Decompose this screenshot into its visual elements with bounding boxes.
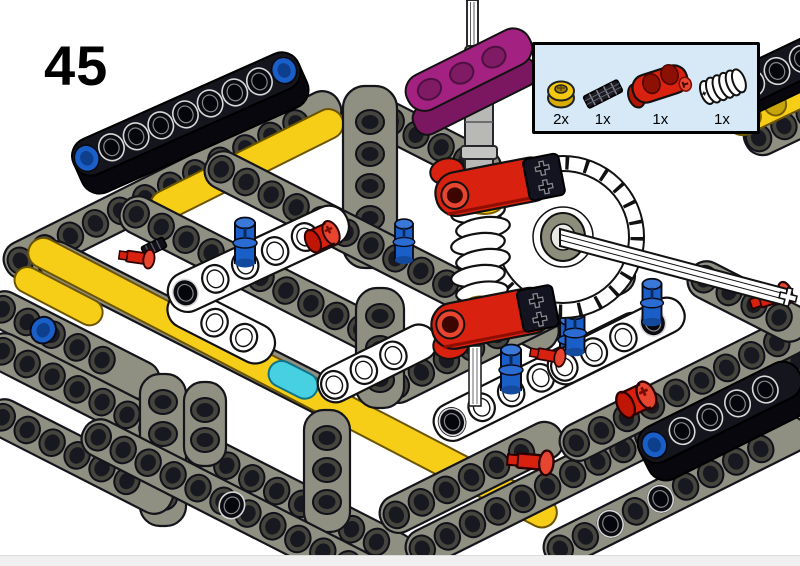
red-cross-block-bottom <box>430 284 560 360</box>
gray-post-bottom-left-2 <box>182 380 228 468</box>
blue-pin-center <box>391 217 417 266</box>
red-cross-block-top <box>429 152 566 218</box>
axle-white-top <box>466 0 479 51</box>
part-count: 1x <box>594 110 611 128</box>
blue-pin-right-2 <box>639 277 665 328</box>
magenta-beam <box>404 27 539 136</box>
part-cross-block-red: 1x <box>626 57 694 129</box>
part-count: 1x <box>714 110 730 128</box>
gray-beam-bottom-front-left <box>80 418 392 566</box>
black-beam-bottom-right <box>636 360 800 482</box>
red-axle-pin-left <box>116 244 157 271</box>
blue-pin-center-1 <box>497 343 525 396</box>
cross-block-icon <box>627 63 693 109</box>
axle-white-lower <box>468 345 482 407</box>
axle-2-icon <box>582 78 623 109</box>
axle-white-horizontal <box>559 227 798 308</box>
part-count: 2x <box>553 110 569 128</box>
cyan-piece <box>267 359 319 400</box>
part-worm-gear-white: 1x <box>695 63 749 129</box>
gray-post-bottom-center <box>302 408 352 534</box>
part-axle-2-black: 1x <box>580 75 626 129</box>
parts-callout-box: 2x 1x 1x <box>532 42 760 134</box>
half-bushing-icon <box>547 80 575 108</box>
part-half-bushing-yellow: 2x <box>543 75 579 129</box>
yellow-beam-short-left <box>13 266 104 327</box>
worm-gear-icon <box>698 67 747 105</box>
part-count: 1x <box>652 110 669 128</box>
footer-bar <box>0 555 800 566</box>
step-number: 45 <box>44 34 109 97</box>
blue-pin-on-l-beam <box>231 216 259 269</box>
black-beam-top-left <box>68 51 310 195</box>
